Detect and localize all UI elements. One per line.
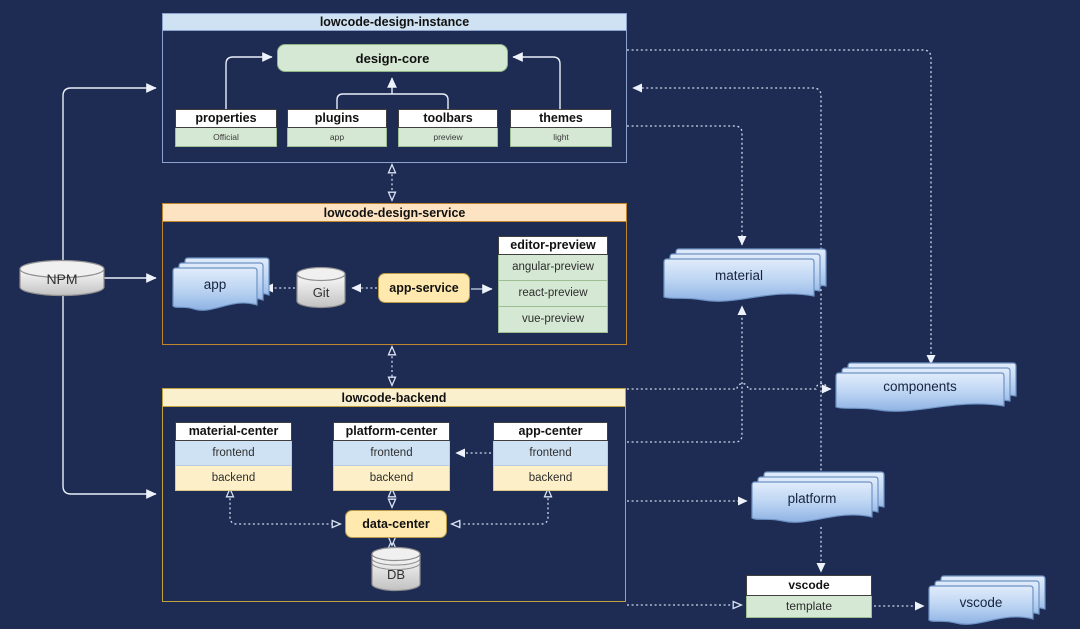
- components-stack-icon: [835, 362, 1017, 412]
- app-center-title: app-center: [493, 422, 608, 441]
- section-title-service: lowcode-design-service: [163, 204, 626, 222]
- edge-platform-to-instance: [632, 83, 822, 475]
- material-center-frontend: frontend: [175, 441, 292, 466]
- section-title-instance: lowcode-design-instance: [163, 14, 626, 31]
- db-cylinder-icon: [371, 546, 421, 592]
- material-center-backend: backend: [175, 466, 292, 491]
- material-stack-label: material: [714, 268, 763, 283]
- vscode-stack-label: vscode: [959, 595, 1003, 610]
- app-stack-label: app: [203, 277, 227, 292]
- platform-stack-label: platform: [787, 491, 837, 506]
- node-themes-title: themes: [510, 109, 612, 128]
- edge-properties-to-core: [225, 52, 273, 109]
- node-material-center: material-center frontend backend: [175, 422, 292, 491]
- node-editor-preview: editor-preview angular-preview react-pre…: [498, 236, 608, 333]
- git-label: Git: [312, 285, 330, 300]
- node-properties-tag: Official: [175, 128, 277, 147]
- app-stack-icon: [172, 257, 270, 311]
- row-react-preview: react-preview: [498, 281, 608, 307]
- node-plugins: plugins app: [287, 109, 387, 147]
- node-platform-center: platform-center frontend backend: [333, 422, 450, 491]
- edge-instance-to-material: [627, 125, 747, 246]
- node-properties: properties Official: [175, 109, 277, 147]
- node-toolbars-title: toolbars: [398, 109, 498, 128]
- edge-plugins-to-core: [336, 93, 392, 109]
- node-app-service: app-service: [378, 273, 470, 303]
- git-cylinder-icon: [296, 266, 346, 309]
- node-app-center: app-center frontend backend: [493, 422, 608, 491]
- node-vscode-box: vscode template: [746, 575, 872, 618]
- row-vue-preview: vue-preview: [498, 307, 608, 333]
- node-plugins-tag: app: [287, 128, 387, 147]
- edge-appcenter-datacenter: [449, 486, 553, 529]
- vscode-box-template: template: [746, 596, 872, 618]
- node-toolbars: toolbars preview: [398, 109, 498, 147]
- node-themes-tag: light: [510, 128, 612, 147]
- section-lowcode-design-instance: lowcode-design-instance: [162, 13, 627, 163]
- edge-backend-to-material: [627, 305, 747, 443]
- node-toolbars-tag: preview: [398, 128, 498, 147]
- app-center-backend: backend: [493, 466, 608, 491]
- components-stack-label: components: [883, 379, 957, 394]
- row-angular-preview: angular-preview: [498, 255, 608, 281]
- node-data-center: data-center: [345, 510, 447, 538]
- edge-npm-to-backend: [62, 296, 157, 499]
- edge-materialcenter-datacenter: [225, 486, 343, 529]
- vscode-stack-icon: [928, 575, 1046, 625]
- node-design-core: design-core: [277, 44, 508, 72]
- node-plugins-title: plugins: [287, 109, 387, 128]
- vscode-box-title: vscode: [746, 575, 872, 596]
- node-properties-title: properties: [175, 109, 277, 128]
- platform-center-backend: backend: [333, 466, 450, 491]
- edge-themes-to-core: [512, 52, 561, 109]
- edge-toolbars-to-core: [392, 93, 449, 109]
- section-title-backend: lowcode-backend: [163, 389, 625, 407]
- section-lowcode-backend: lowcode-backend: [162, 388, 626, 602]
- app-center-frontend: frontend: [493, 441, 608, 466]
- editor-preview-title: editor-preview: [498, 236, 608, 255]
- platform-center-title: platform-center: [333, 422, 450, 441]
- node-themes: themes light: [510, 109, 612, 147]
- npm-label: NPM: [46, 271, 78, 287]
- npm-cylinder-icon: [19, 259, 105, 297]
- material-stack-icon: [663, 248, 827, 302]
- edge-npm-to-instance: [62, 83, 157, 261]
- section-lowcode-design-service: lowcode-design-service: [162, 203, 627, 345]
- platform-center-frontend: frontend: [333, 441, 450, 466]
- db-label: DB: [386, 567, 406, 582]
- material-center-title: material-center: [175, 422, 292, 441]
- platform-stack-icon: [751, 471, 885, 523]
- edge-instance-to-components: [627, 49, 936, 365]
- edge-backend-to-components: [627, 382, 832, 394]
